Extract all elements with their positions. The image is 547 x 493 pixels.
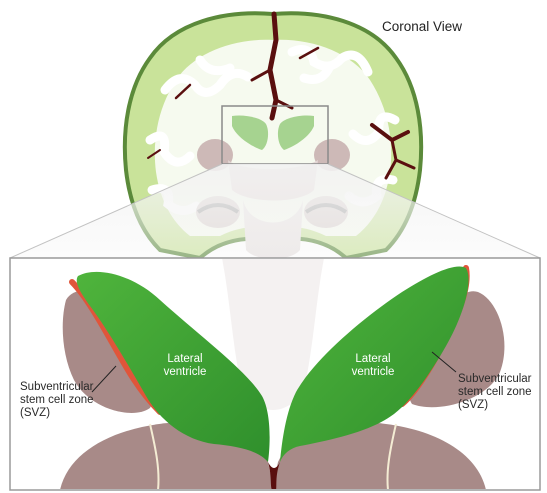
zoom-fan — [10, 164, 540, 258]
label-line: stem cell zone — [458, 386, 532, 399]
lateral-ventricle-right-label: Lateral ventricle — [343, 353, 403, 379]
lateral-ventricle-left-label: Lateral ventricle — [155, 353, 215, 379]
label-line: Lateral — [155, 353, 215, 366]
label-line: (SVZ) — [20, 407, 94, 420]
label-line: Lateral — [343, 353, 403, 366]
svz-right-label: Subventricular stem cell zone (SVZ) — [458, 373, 532, 412]
label-line: Subventricular — [20, 381, 94, 394]
label-line: ventricle — [343, 366, 403, 379]
view-title: Coronal View — [382, 19, 462, 34]
label-line: Subventricular — [458, 373, 532, 386]
label-line: stem cell zone — [20, 394, 94, 407]
svz-left-label: Subventricular stem cell zone (SVZ) — [20, 381, 94, 420]
label-line: (SVZ) — [458, 399, 532, 412]
label-line: ventricle — [155, 366, 215, 379]
